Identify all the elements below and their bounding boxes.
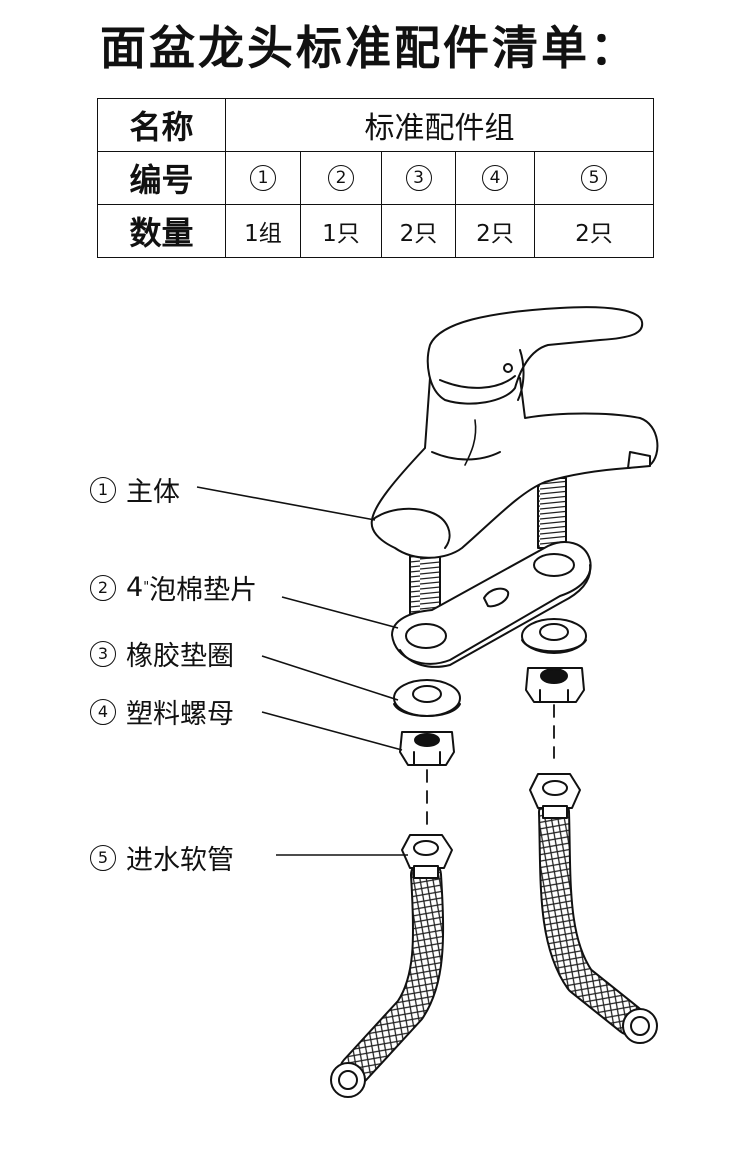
- quantity-cell: 1组: [225, 204, 301, 258]
- part-number-badge: 2: [90, 574, 116, 601]
- quantity-cell: 2只: [534, 204, 654, 258]
- leader-line-plastic-nut: [261, 711, 403, 751]
- part-label-plastic-nut: 4 塑料螺母: [90, 692, 234, 731]
- quantity-cell: 2只: [455, 204, 535, 258]
- number-badge: 2: [328, 165, 354, 191]
- number-cell: 1: [225, 151, 301, 205]
- number-cell: 4: [455, 151, 535, 205]
- leader-line-rubber-washer: [261, 655, 399, 701]
- faucet-handle: [426, 306, 644, 405]
- row-label-name: 名称: [97, 98, 226, 152]
- right-rubber-washer: [521, 618, 587, 654]
- part-label-foam-gasket: 2 4" 泡棉垫片: [90, 568, 257, 607]
- part-number-badge: 1: [90, 476, 116, 503]
- row-label-quantity: 数量: [97, 204, 226, 258]
- parts-table: 名称 标准配件组 编号 1 2 3 4 5 数量 1组 1只 2只 2只 2只: [97, 98, 654, 258]
- part-label-supply-hose: 5 进水软管: [90, 838, 234, 877]
- part-name: 主体: [126, 477, 180, 508]
- number-badge: 4: [482, 165, 508, 191]
- quantity-cell: 2只: [381, 204, 456, 258]
- leader-line-main-body: [196, 486, 376, 521]
- part-name: 进水软管: [126, 845, 234, 876]
- table-row: 数量 1组 1只 2只 2只 2只: [97, 204, 654, 258]
- part-number-badge: 5: [90, 844, 116, 871]
- part-label-rubber-washer: 3 橡胶垫圈: [90, 634, 234, 673]
- part-size: 4: [126, 572, 144, 603]
- number-badge: 3: [405, 165, 432, 191]
- faucet-body: [370, 377, 659, 559]
- right-supply-hose: [540, 798, 644, 1034]
- number-cell: 2: [300, 151, 382, 205]
- part-name: 泡棉垫片: [149, 575, 258, 606]
- number-badge: 5: [581, 165, 607, 191]
- left-supply-hose: [341, 861, 443, 1084]
- right-stud: [537, 477, 567, 549]
- part-number-badge: 3: [90, 640, 116, 667]
- part-size-mark: ": [143, 580, 150, 595]
- part-name: 塑料螺母: [126, 699, 234, 730]
- number-badge: 1: [250, 165, 276, 191]
- page-title: 面盆龙头标准配件清单：: [100, 21, 639, 75]
- part-name: 橡胶垫圈: [126, 641, 234, 672]
- part-number-badge: 4: [90, 698, 116, 725]
- number-cell: 5: [534, 151, 654, 205]
- row-label-number: 编号: [97, 151, 226, 205]
- table-row: 编号 1 2 3 4 5: [97, 151, 654, 205]
- leader-line-foam-gasket: [281, 596, 399, 629]
- part-label-main-body: 1 主体: [90, 470, 180, 509]
